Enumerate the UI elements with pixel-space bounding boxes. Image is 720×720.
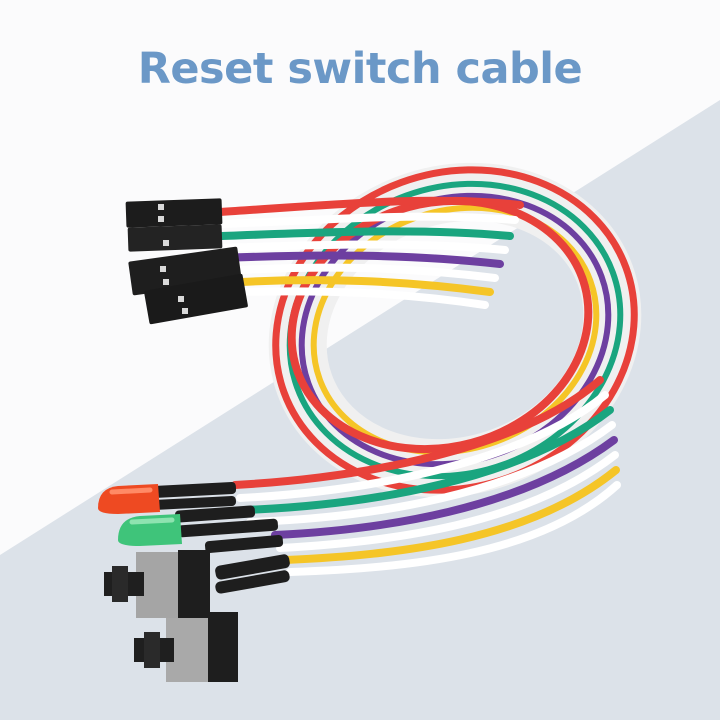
top-wires bbox=[216, 196, 524, 309]
dupont-connectors bbox=[125, 198, 248, 325]
red-led bbox=[98, 484, 160, 514]
heat-shrink-tubes bbox=[149, 481, 290, 594]
push-switch-1 bbox=[104, 550, 210, 620]
push-switch-2 bbox=[134, 612, 238, 682]
green-led bbox=[118, 514, 182, 546]
page-title: Reset switch cable bbox=[137, 44, 583, 94]
bottom-wires bbox=[231, 376, 621, 576]
